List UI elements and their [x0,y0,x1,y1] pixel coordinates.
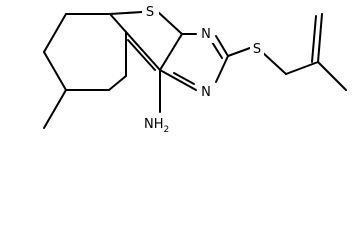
bond [43,13,67,53]
bond [317,13,323,63]
bond [108,75,127,91]
bond [43,51,67,91]
bond [43,89,67,129]
sulfur-thioether-label: S [253,42,261,57]
amine-label: NH2 [144,117,169,135]
bond [215,55,229,83]
bond [261,51,287,75]
bond [109,13,127,33]
bond [125,31,161,71]
bond [285,61,319,75]
sulfur-ring-label: S [146,5,154,20]
amine-symbol: NH [144,117,164,132]
bond [173,72,195,85]
bond [317,61,347,91]
bond [159,33,183,71]
bond [311,15,317,63]
atom-labels: S N N S NH2 [142,2,264,135]
bond [109,11,143,15]
bond [227,47,251,57]
molecule-structure: S N N S NH2 [43,2,347,135]
bond [157,11,183,35]
amine-subscript: 2 [164,125,170,135]
bond [159,69,197,91]
bond [127,39,156,71]
bonds [43,11,347,129]
diagram-canvas: S N N S NH2 [43,2,347,135]
nitrogen-top-label: N [201,27,211,42]
bond [211,41,223,59]
bond [215,35,229,57]
nitrogen-bottom-label: N [201,85,211,100]
